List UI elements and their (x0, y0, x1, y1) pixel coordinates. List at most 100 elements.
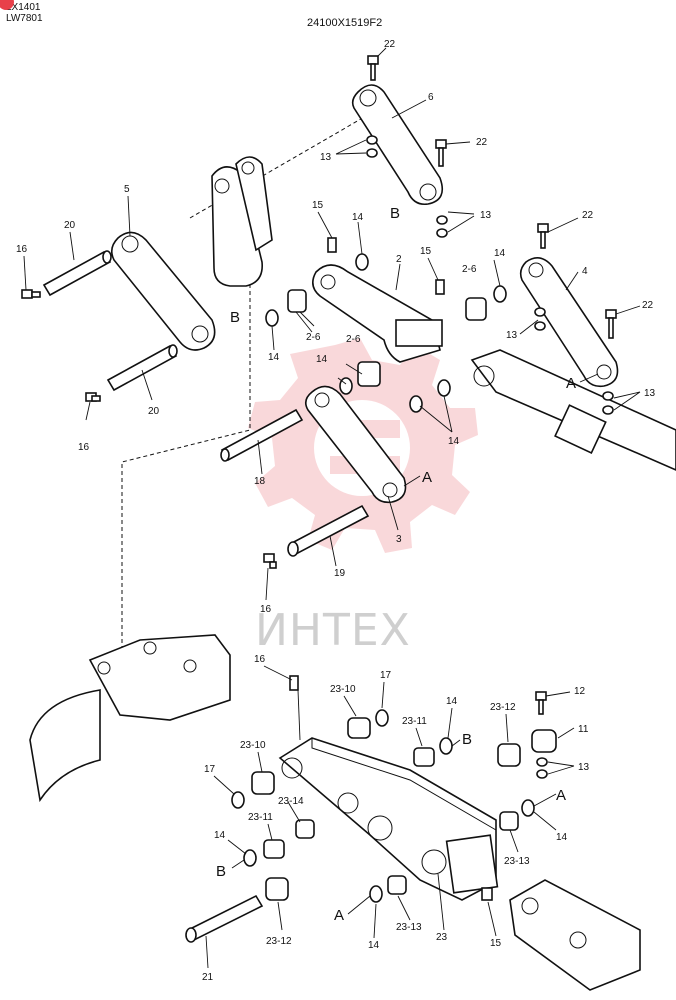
grease-fitting-15-c (481, 887, 493, 901)
bolt-22-mid (435, 139, 447, 167)
hydraulic-cylinder (470, 349, 676, 471)
nuts-13-right-a (534, 307, 546, 331)
nuts-13-right-b (602, 391, 614, 415)
label-15: 15 (490, 938, 502, 949)
link-6 (351, 84, 444, 206)
bolt-22-right-mid (605, 309, 617, 339)
frame-23 (278, 737, 499, 901)
bushing-23-10-upper (347, 717, 371, 739)
label-b: B (230, 309, 240, 326)
washer-14-h (521, 799, 535, 817)
label-14: 14 (316, 354, 328, 365)
label-14: 14 (448, 436, 460, 447)
guide-line-left (121, 270, 251, 650)
corner-badge (0, 0, 14, 10)
pin-20-lower (106, 344, 178, 392)
label-5: 5 (124, 184, 130, 195)
washer-17-lower (231, 791, 245, 809)
label-21: 21 (202, 972, 214, 983)
grease-fitting-16-d (289, 675, 299, 691)
label-15: 15 (312, 200, 324, 211)
bolt-22-top (367, 55, 379, 81)
bushing-23-10-lower (251, 771, 275, 795)
label-13: 13 (480, 210, 492, 221)
bushing-23-11-lower (263, 839, 285, 859)
bushing-23-11-upper (413, 747, 435, 767)
washer-14-a (355, 253, 369, 271)
label-22: 22 (476, 137, 488, 148)
label-2-6: 2-6 (306, 332, 321, 343)
label-a: A (556, 787, 566, 804)
link-5 (110, 156, 273, 351)
washer-14-c (265, 309, 279, 327)
label-16: 16 (254, 654, 266, 665)
label-a: A (422, 469, 432, 486)
label-14: 14 (446, 696, 458, 707)
watermark-text: ИНТЕХ (255, 605, 411, 656)
label-17: 17 (380, 670, 392, 681)
label-16: 16 (78, 442, 90, 453)
label-22: 22 (384, 39, 396, 50)
pin-20-upper (42, 250, 112, 297)
label-14: 14 (214, 830, 226, 841)
label-b: B (462, 731, 472, 748)
washer-17-upper (375, 709, 389, 727)
bucket-bracket (29, 634, 231, 803)
link-4 (519, 257, 619, 388)
nuts-13-top (366, 135, 378, 158)
grease-fitting-16-a (21, 289, 41, 299)
label-14: 14 (368, 940, 380, 951)
label-3: 3 (396, 534, 402, 545)
label-13: 13 (578, 762, 590, 773)
label-23-10: 23-10 (240, 740, 266, 751)
label-23-10: 23-10 (330, 684, 356, 695)
label-b: B (216, 863, 226, 880)
bolt-12 (535, 691, 547, 715)
grease-fitting-15-a (327, 237, 337, 253)
label-23-13: 23-13 (396, 922, 422, 933)
label-13: 13 (506, 330, 518, 341)
bolt-22-right-top (537, 223, 549, 249)
label-16: 16 (260, 604, 272, 615)
bushing-23-13-lower (387, 875, 407, 895)
label-23-11: 23-11 (402, 716, 427, 727)
label-23-12: 23-12 (490, 702, 516, 713)
bushing-2-6-left (287, 289, 307, 313)
label-a: A (566, 375, 576, 392)
washer-14-i (369, 885, 383, 903)
label-13: 13 (320, 152, 332, 163)
label-16: 16 (16, 244, 28, 255)
label-2-6: 2-6 (462, 264, 477, 275)
label-15: 15 (420, 246, 432, 257)
pin-19 (287, 504, 370, 557)
bushing-2-6-right (465, 297, 487, 321)
label-23-12: 23-12 (266, 936, 292, 947)
label-23-14: 23-14 (278, 796, 304, 807)
label-2: 2 (396, 254, 402, 265)
model-list: LX1401 LW7801 (0, 0, 43, 24)
grease-fitting-16-b (85, 392, 101, 402)
label-20: 20 (64, 220, 76, 231)
boom-arm (509, 879, 641, 991)
bushing-11 (531, 729, 557, 753)
label-14: 14 (352, 212, 364, 223)
label-14: 14 (556, 832, 568, 843)
label-2-6: 2-6 (346, 334, 361, 345)
drawing-code: 24100X1519F2 (307, 17, 383, 29)
pin-21 (185, 894, 264, 943)
bushing-2-6-center (357, 361, 381, 387)
label-12: 12 (574, 686, 586, 697)
pin-18 (220, 408, 304, 462)
bushing-23-14 (295, 819, 315, 839)
label-22: 22 (582, 210, 594, 221)
label-4: 4 (582, 266, 588, 277)
bushing-23-12-lower (265, 877, 289, 901)
label-b: B (390, 205, 400, 222)
label-6: 6 (428, 92, 434, 103)
label-23-13: 23-13 (504, 856, 530, 867)
label-18: 18 (254, 476, 266, 487)
bushing-23-12-upper (497, 743, 521, 767)
nuts-13-lower (536, 757, 548, 779)
label-23: 23 (436, 932, 448, 943)
